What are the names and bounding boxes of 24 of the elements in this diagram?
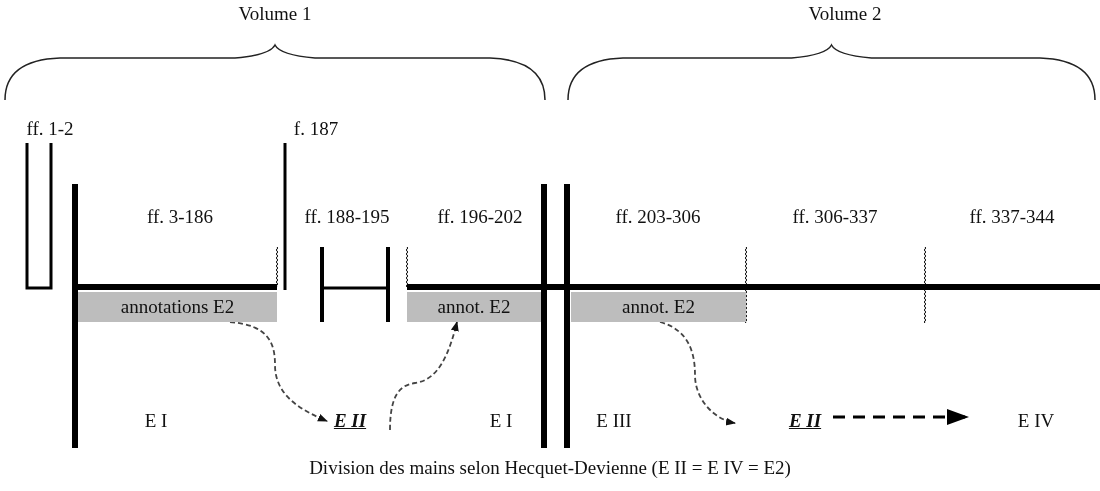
folio-range: ff. 3-186 — [146, 205, 214, 229]
annotation-band: annot. E2 — [407, 292, 541, 322]
hand-label: E I — [480, 408, 522, 434]
folio-range: ff. 196-202 — [437, 205, 523, 229]
folio-range: ff. 203-306 — [615, 205, 701, 229]
folio-range: ff. 306-337 — [792, 205, 878, 229]
annotation-band: annot. E2 — [571, 292, 746, 322]
hand-label: E I — [135, 408, 177, 434]
arrow — [229, 321, 328, 422]
hand-label: E III — [590, 408, 638, 434]
caption: Division des mains selon Hecquet-Devienne (E II = E IV = E2) — [308, 456, 792, 480]
folio-label: ff. 1-2 — [26, 117, 74, 141]
arrow — [833, 409, 969, 425]
volume-label: Volume 2 — [808, 2, 882, 26]
arrow — [389, 321, 459, 431]
hand-label: E IV — [968, 408, 1058, 434]
arrow — [659, 321, 736, 425]
folio-range: ff. 188-195 — [304, 205, 390, 229]
hand-label: E II — [735, 408, 833, 434]
folio-label: f. 187 — [293, 117, 339, 141]
hand-label: E II — [327, 408, 373, 434]
volume-label: Volume 1 — [238, 2, 312, 26]
folio-range: ff. 337-344 — [969, 205, 1055, 229]
annotation-band: annotations E2 — [78, 292, 277, 322]
